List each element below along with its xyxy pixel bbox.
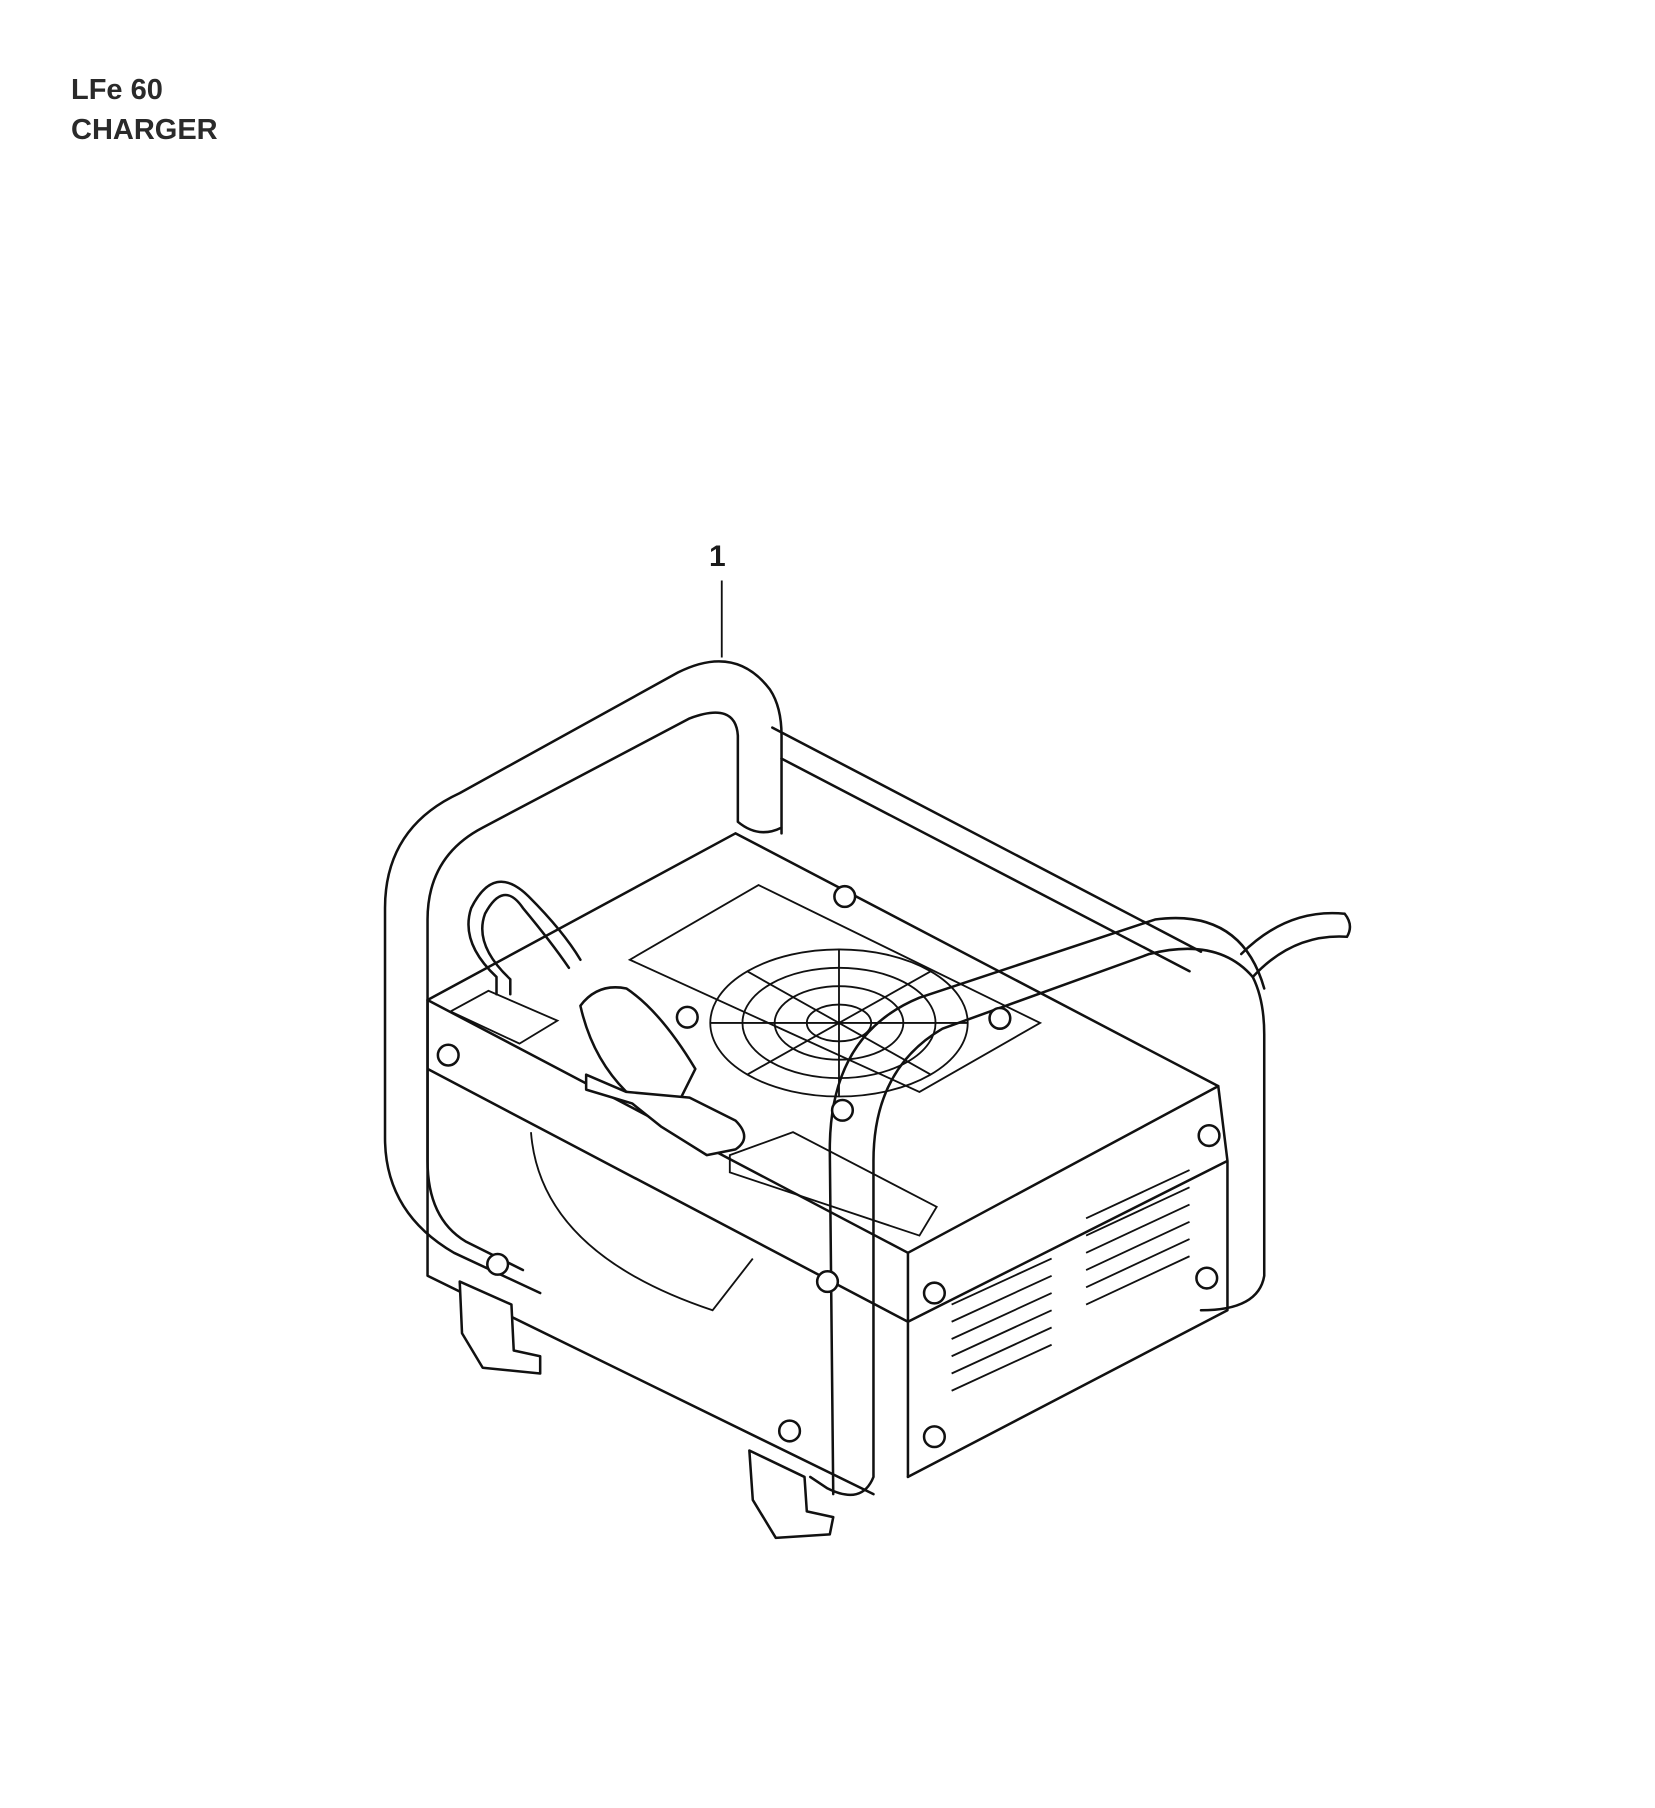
bolt <box>988 1006 1012 1030</box>
bolt <box>1197 1123 1221 1148</box>
bolt <box>815 1269 840 1294</box>
power-cable <box>1239 911 1352 979</box>
side-panel <box>906 1084 1229 1479</box>
bolt <box>436 1043 460 1067</box>
socket-plate <box>448 989 560 1045</box>
fan-plate <box>627 883 1043 1093</box>
bolt <box>1195 1266 1219 1290</box>
side-vents <box>951 1169 1190 1392</box>
bolt <box>833 884 857 909</box>
section-name: CHARGER <box>71 114 218 146</box>
plug-holder <box>584 1073 746 1157</box>
label-plate <box>728 1131 938 1237</box>
bolt <box>922 1281 946 1305</box>
bolts <box>436 884 1221 1449</box>
bolt <box>922 1425 946 1449</box>
foot-left <box>458 1280 542 1375</box>
front-window <box>530 1132 754 1312</box>
fan-grille <box>709 948 969 1098</box>
bolt <box>486 1252 510 1276</box>
bolt <box>675 1005 699 1029</box>
frame-top-bar <box>771 726 1203 973</box>
frame-hoop-back <box>808 916 1266 1497</box>
frame-hoop-front <box>383 660 783 1295</box>
page-title: LFe 60 CHARGER <box>71 70 218 150</box>
charging-plug <box>579 986 697 1105</box>
bolt <box>830 1098 855 1122</box>
model-name: LFe 60 <box>71 74 163 106</box>
foot-right <box>748 1449 835 1540</box>
charging-cord <box>467 880 582 996</box>
bolt <box>777 1419 802 1443</box>
callout-label-1: 1 <box>709 540 726 573</box>
